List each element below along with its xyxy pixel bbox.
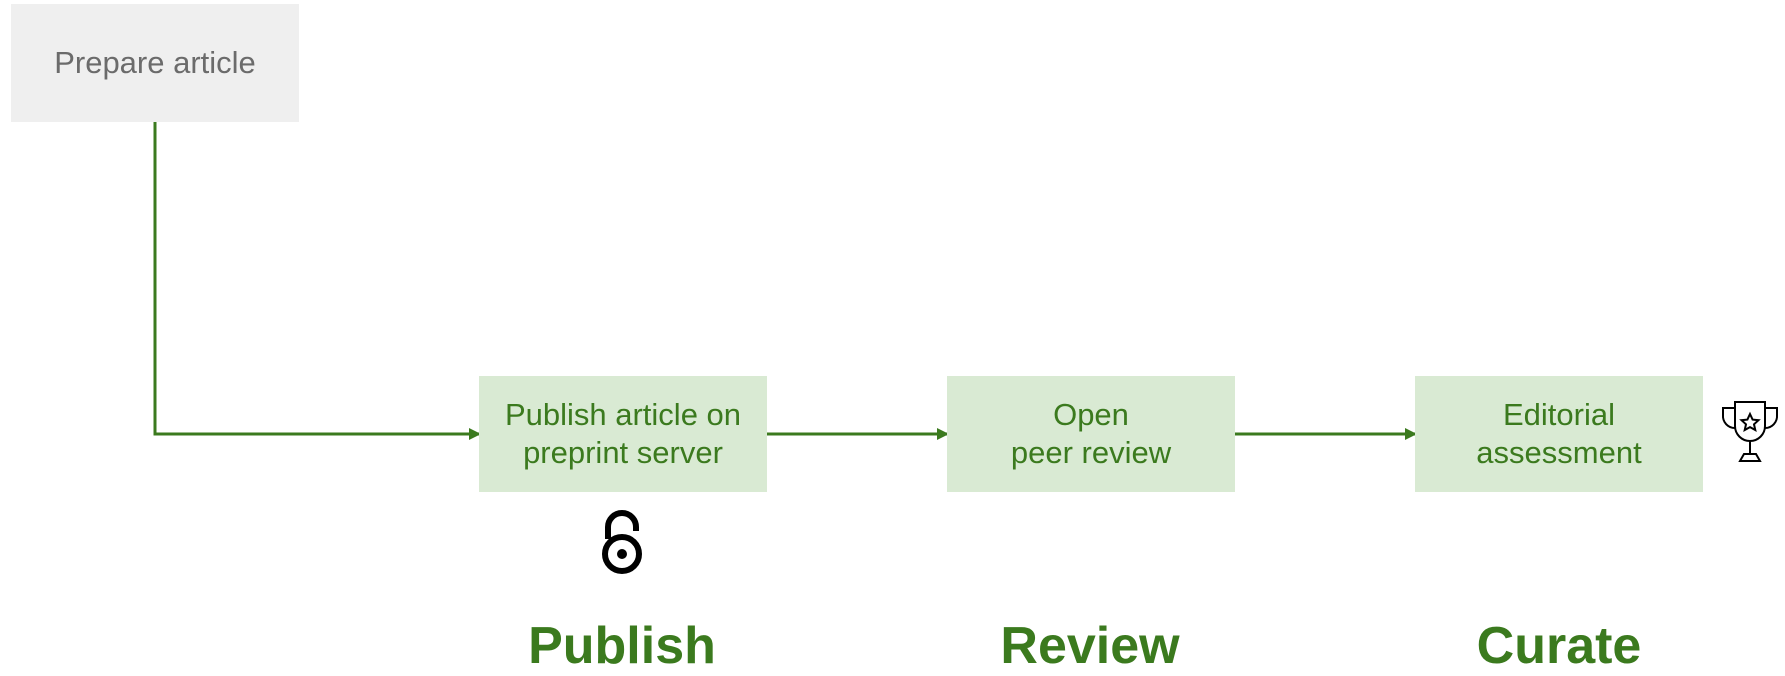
step-label-line2: preprint server (523, 435, 723, 470)
step-open-peer-review: Open peer review (947, 376, 1235, 492)
step-editorial-assessment: Editorial assessment (1415, 376, 1703, 492)
step-publish-preprint: Publish article on preprint server (479, 376, 767, 492)
phase-curate-heading: Curate (1476, 617, 1642, 675)
step-label-line2: assessment (1476, 435, 1642, 470)
connector-prepare-to-publish (153, 122, 481, 440)
prepare-article-box: Prepare article (11, 4, 299, 122)
step-label-line2: peer review (1010, 435, 1172, 470)
phase-review-heading: Review (1000, 617, 1180, 675)
open-access-lock-icon (602, 510, 642, 574)
step-label-line1: Editorial (1503, 397, 1615, 432)
prepare-article-label: Prepare article (54, 45, 256, 80)
phase-publish-heading: Publish (528, 617, 716, 675)
step-label-line1: Publish article on (504, 397, 742, 432)
step-label-line1: Open (1053, 397, 1129, 432)
trophy-icon (1721, 401, 1779, 462)
